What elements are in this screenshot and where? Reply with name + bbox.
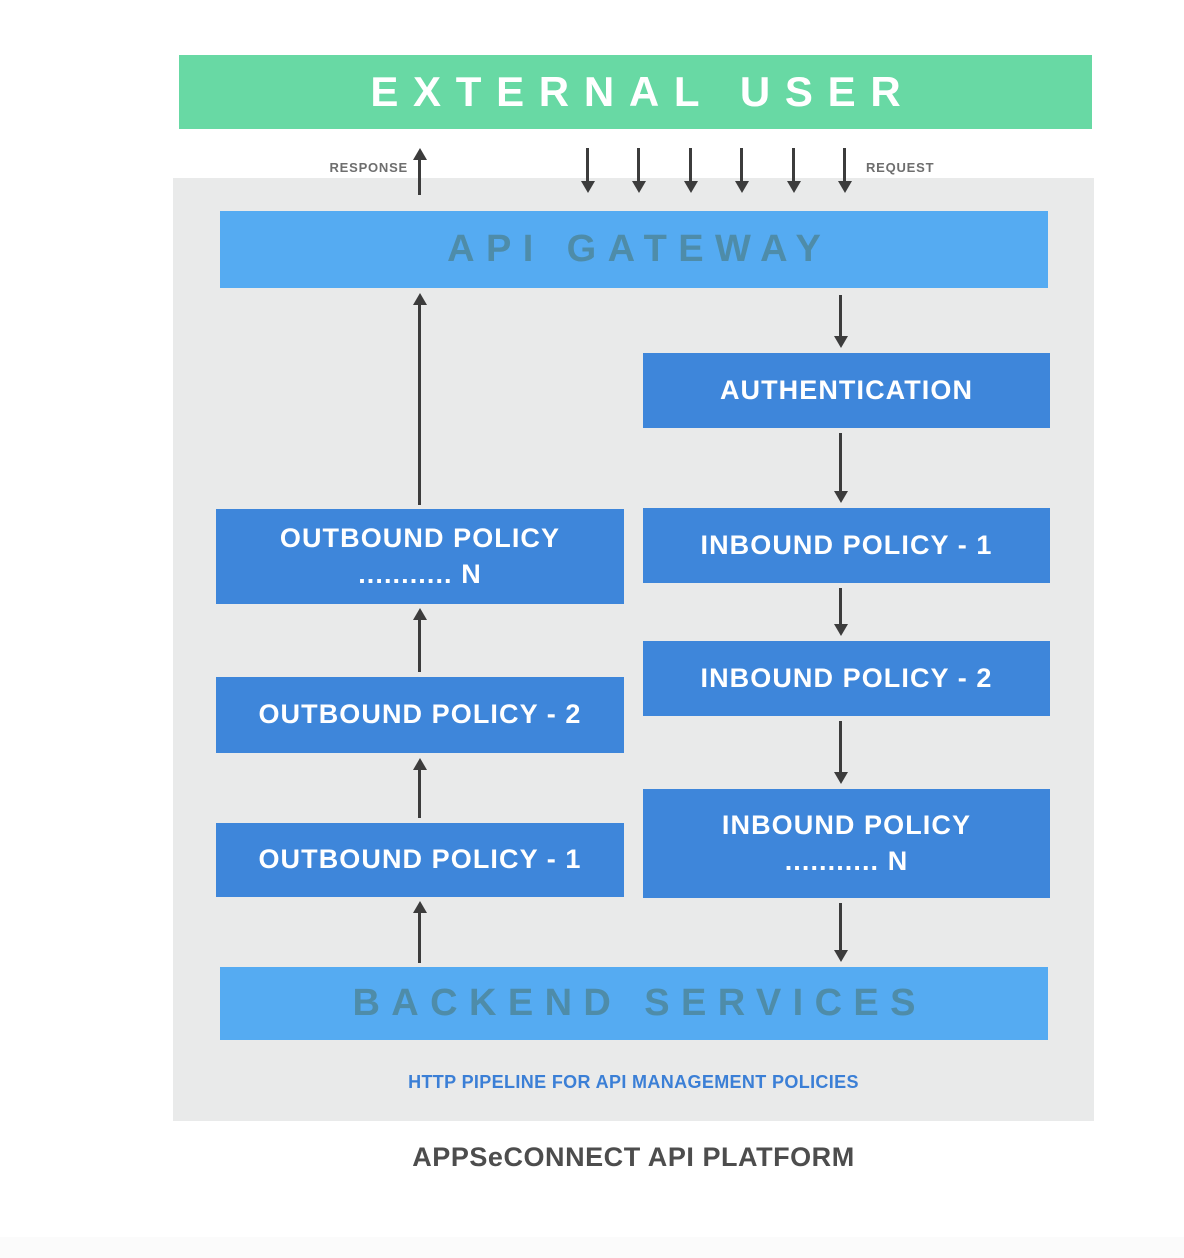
flow-arrow-backend-to-outbound1 bbox=[412, 901, 427, 963]
backend-services-label: BACKEND SERVICES bbox=[352, 982, 927, 1024]
response-arrow-icon bbox=[412, 148, 427, 195]
inbound-policy-2-box: INBOUND POLICY - 2 bbox=[643, 641, 1050, 716]
inbound-policy-n-label-line2: ........... N bbox=[784, 845, 909, 876]
request-label: REQUEST bbox=[866, 160, 935, 175]
outbound-policy-n-label-line1: OUTBOUND POLICY bbox=[279, 523, 561, 554]
request-arrow-icon bbox=[631, 148, 646, 193]
inbound-policy-1-box: INBOUND POLICY - 1 bbox=[643, 508, 1050, 583]
request-arrow-icon bbox=[837, 148, 852, 193]
inbound-policy-n-box: INBOUND POLICY ........... N bbox=[643, 789, 1050, 898]
page-title: APPSeCONNECT API PLATFORM bbox=[412, 1142, 855, 1172]
inbound-policy-1-label: INBOUND POLICY - 1 bbox=[700, 529, 993, 560]
request-arrow-icon bbox=[683, 148, 698, 193]
api-gateway-banner: API GATEWAY bbox=[220, 211, 1048, 288]
request-arrow-icon bbox=[786, 148, 801, 193]
outbound-policy-1-box: OUTBOUND POLICY - 1 bbox=[216, 823, 624, 897]
pipeline-caption: HTTP PIPELINE FOR API MANAGEMENT POLICIE… bbox=[408, 1072, 859, 1092]
flow-arrow-authentication-to-inbound1 bbox=[833, 433, 848, 503]
footer-strip bbox=[0, 1237, 1184, 1258]
api-gateway-label: API GATEWAY bbox=[447, 228, 833, 270]
outbound-policy-n-label-line2: ........... N bbox=[358, 558, 482, 589]
outbound-policy-2-box: OUTBOUND POLICY - 2 bbox=[216, 677, 624, 753]
outbound-policy-2-label: OUTBOUND POLICY - 2 bbox=[258, 699, 582, 730]
backend-services-banner: BACKEND SERVICES bbox=[220, 967, 1048, 1040]
request-arrow-icon bbox=[580, 148, 595, 193]
flow-arrow-outbound2-to-outboundN bbox=[412, 608, 427, 672]
request-arrow-icon bbox=[734, 148, 749, 193]
response-label: RESPONSE bbox=[329, 160, 408, 175]
outbound-policy-1-label: OUTBOUND POLICY - 1 bbox=[258, 844, 582, 875]
flow-arrow-inboundN-to-backend bbox=[833, 903, 848, 962]
external-user-label: EXTERNAL USER bbox=[370, 68, 916, 115]
inbound-policy-n-label-line1: INBOUND POLICY bbox=[721, 810, 972, 841]
external-user-banner: EXTERNAL USER bbox=[179, 55, 1092, 129]
flow-arrow-inbound2-to-inboundN bbox=[833, 721, 848, 784]
flow-arrow-outbound1-to-outbound2 bbox=[412, 758, 427, 818]
authentication-box: AUTHENTICATION bbox=[643, 353, 1050, 428]
outbound-policy-n-box: OUTBOUND POLICY ........... N bbox=[216, 509, 624, 604]
authentication-label: AUTHENTICATION bbox=[719, 374, 974, 405]
flow-arrow-inbound1-to-inbound2 bbox=[833, 588, 848, 636]
inbound-policy-2-label: INBOUND POLICY - 2 bbox=[700, 662, 993, 693]
flow-arrow-gateway-to-authentication bbox=[833, 295, 848, 348]
flow-arrow-outboundN-to-gateway bbox=[412, 293, 427, 505]
